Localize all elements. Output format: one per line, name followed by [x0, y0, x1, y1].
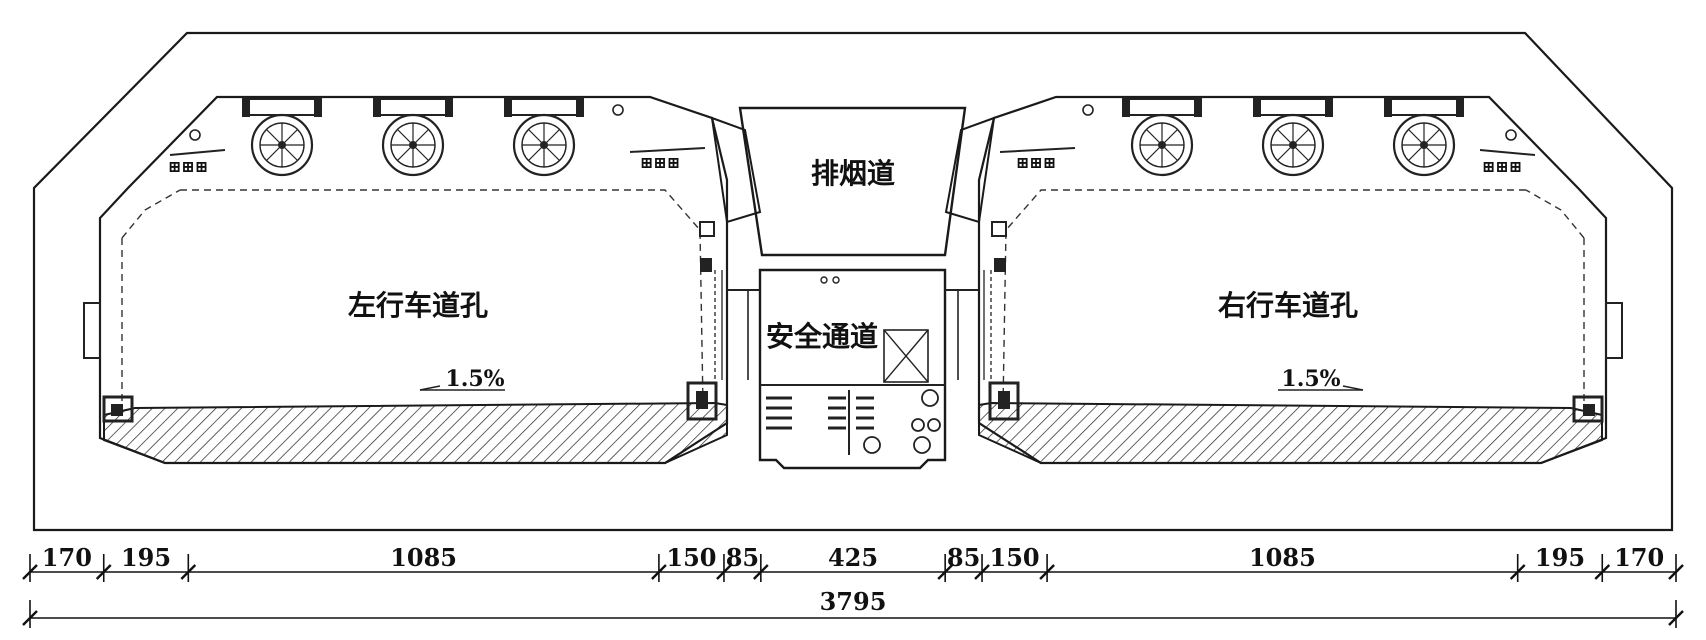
svg-text:⊞⊞⊞: ⊞⊞⊞	[168, 157, 208, 176]
dimension-segment-label: 425	[828, 543, 878, 572]
dimension-total: 3795	[820, 587, 887, 616]
left-pavement-hatch	[103, 401, 728, 464]
safety-passage-label: 安全通道	[766, 320, 878, 353]
right-drain-right	[1572, 395, 1604, 423]
svg-text:⊞⊞⊞: ⊞⊞⊞	[1482, 157, 1522, 176]
dimension-segment-label: 85	[947, 543, 980, 572]
jet-fan-icon	[512, 113, 576, 177]
outer-structure-outline	[32, 31, 1674, 532]
left-clearance-line	[121, 189, 704, 406]
right-side-box	[1605, 302, 1623, 359]
dimension-segment-label: 170	[42, 543, 92, 572]
smoke-duct-label: 排烟道	[811, 157, 895, 190]
right-bore-label: 右行车道孔	[1218, 289, 1358, 322]
right-bore: ⊞⊞⊞ ⊞⊞⊞ 右行车道孔 1.5%	[977, 95, 1623, 465]
left-slope-label: 1.5%	[445, 366, 504, 392]
left-side-box	[83, 302, 101, 359]
left-drain-left	[102, 395, 134, 423]
right-pavement-hatch	[978, 401, 1603, 464]
dimension-segment-label: 150	[990, 543, 1040, 572]
right-clearance-line	[1002, 189, 1585, 406]
jet-fan-icon	[1130, 113, 1194, 177]
dimension-segment-label: 85	[726, 543, 759, 572]
left-drain-right	[686, 381, 718, 421]
smoke-duct-outline	[738, 106, 967, 257]
svg-text:⊞⊞⊞: ⊞⊞⊞	[1016, 153, 1056, 172]
jet-fan-icon	[381, 113, 445, 177]
safety-passage-outline	[758, 268, 947, 470]
cable-trays	[766, 396, 874, 430]
dimension-segment-label: 1085	[1249, 543, 1316, 572]
jet-fan-icon	[250, 113, 314, 177]
dimension-segment-label: 1085	[390, 543, 457, 572]
dimension-segment-label: 170	[1614, 543, 1664, 572]
dimension-chain: 170 195 1085 150 85 425 85 150 1085 195 170 3795	[22, 543, 1684, 628]
jet-fan-icon	[1392, 113, 1456, 177]
dimension-segment-label: 195	[1535, 543, 1585, 572]
center-core: 排烟道 安全通道	[710, 106, 996, 470]
svg-text:⊞⊞⊞: ⊞⊞⊞	[640, 153, 680, 172]
right-slope-label: 1.5%	[1281, 366, 1340, 392]
left-bore-label: 左行车道孔	[348, 289, 488, 322]
left-bore: ⊞⊞⊞ ⊞⊞⊞ 左行车道孔 1.5%	[83, 95, 729, 465]
elevator-shaft	[883, 329, 929, 383]
right-drain-left	[988, 381, 1020, 421]
dimension-segment-label: 150	[666, 543, 716, 572]
jet-fan-icon	[1261, 113, 1325, 177]
dimension-segment-label: 195	[121, 543, 171, 572]
